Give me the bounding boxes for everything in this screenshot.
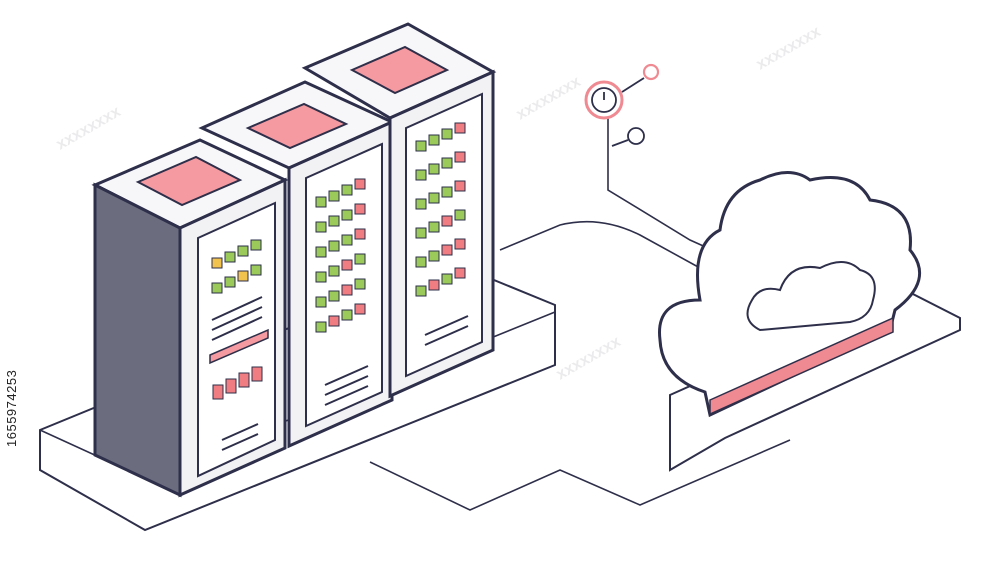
led-row xyxy=(211,239,262,294)
svg-text:xxxxxxxx: xxxxxxxx xyxy=(754,23,824,73)
led-row xyxy=(212,366,263,400)
server-rack-icon xyxy=(301,22,497,399)
server-rack-icon xyxy=(91,138,289,498)
cloud-icon xyxy=(658,171,921,418)
server-rack-icon xyxy=(198,80,396,449)
led-grid xyxy=(415,122,466,297)
svg-text:xxxxxxxx: xxxxxxxx xyxy=(514,73,584,123)
svg-text:xxxxxxxx: xxxxxxxx xyxy=(554,333,624,383)
stock-id-text: 1655974253 xyxy=(4,369,19,447)
gauge-icon xyxy=(584,63,660,147)
svg-text:xxxxxxxx: xxxxxxxx xyxy=(54,103,124,153)
led-grid xyxy=(315,178,366,333)
